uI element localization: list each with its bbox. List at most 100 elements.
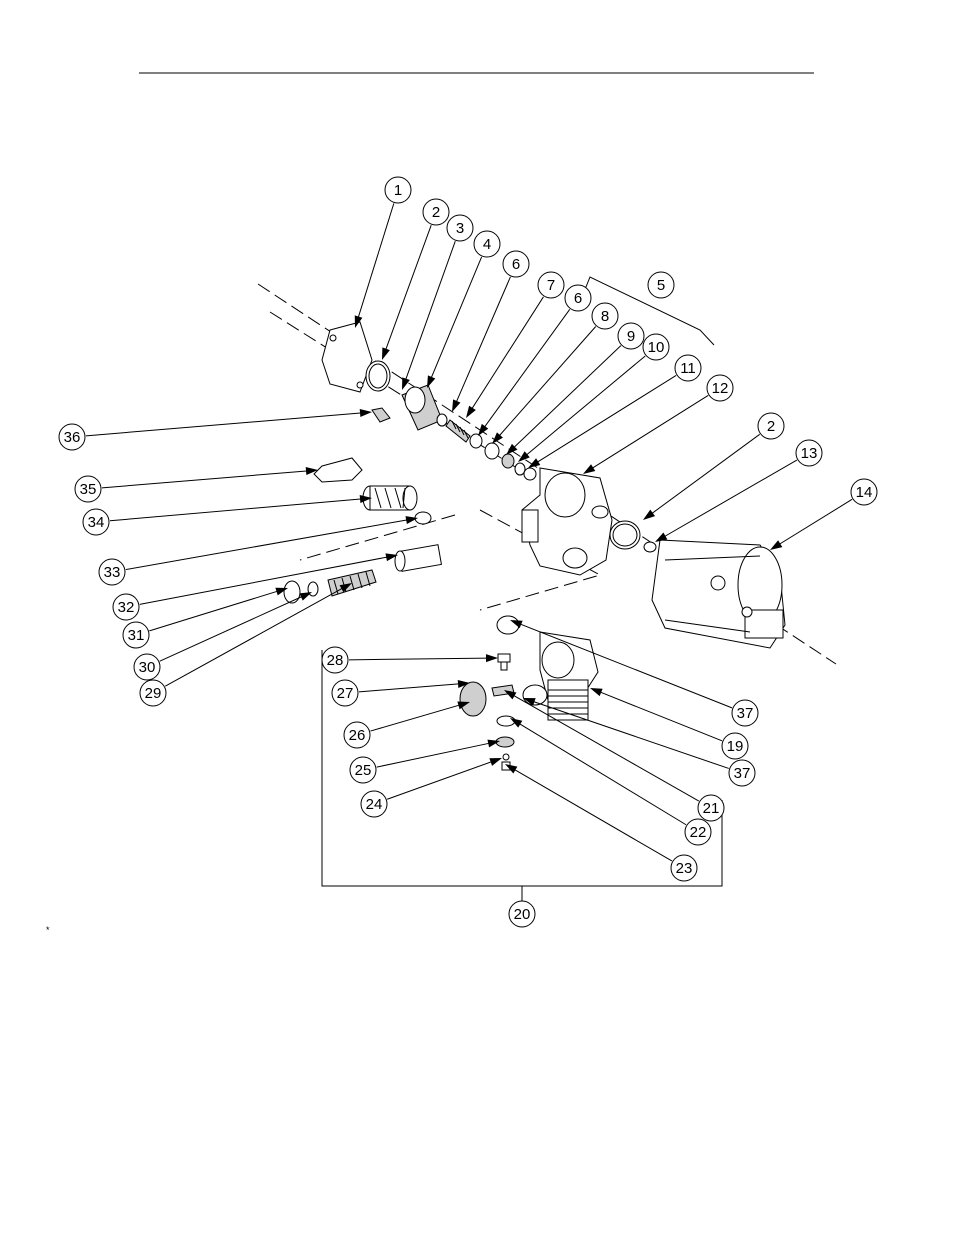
leader-line bbox=[376, 742, 491, 768]
callout-22: 22 bbox=[684, 818, 712, 846]
callout-number: 37 bbox=[737, 705, 754, 722]
callout-number: 12 bbox=[712, 380, 729, 397]
washer-part bbox=[436, 413, 448, 427]
callout-circle bbox=[321, 646, 349, 674]
callout-35: 35 bbox=[74, 475, 102, 503]
leader-arrowhead bbox=[487, 739, 500, 748]
callout-28: 28 bbox=[321, 646, 349, 674]
callout-32: 32 bbox=[112, 593, 140, 621]
leader-line bbox=[512, 694, 700, 802]
callout-number: 32 bbox=[118, 599, 135, 616]
callout-number: 35 bbox=[80, 481, 97, 498]
leader-line bbox=[357, 203, 395, 319]
callout-6: 6 bbox=[564, 284, 592, 312]
callout-11: 11 bbox=[674, 354, 702, 382]
callout-number: 37 bbox=[734, 765, 751, 782]
callout-6: 6 bbox=[502, 250, 530, 278]
callout-number: 10 bbox=[648, 339, 665, 356]
leader-arrowhead bbox=[770, 540, 783, 550]
leader-arrowhead bbox=[299, 592, 312, 601]
leader-arrowhead bbox=[505, 764, 518, 774]
callout-circle bbox=[647, 271, 675, 299]
leader-line bbox=[125, 519, 409, 571]
callout-4: 4 bbox=[473, 230, 501, 258]
callout-14: 14 bbox=[850, 478, 878, 506]
leader-line bbox=[348, 657, 489, 661]
callout-number: 33 bbox=[104, 564, 121, 581]
leader-arrowhead bbox=[528, 458, 541, 468]
callout-number: 19 bbox=[727, 738, 744, 755]
callout-circle bbox=[384, 176, 412, 204]
callout-23: 23 bbox=[670, 854, 698, 882]
callout-circle bbox=[122, 621, 150, 649]
callout-number: 28 bbox=[327, 652, 344, 669]
callout-circle bbox=[502, 250, 530, 278]
bolt-part bbox=[497, 653, 511, 671]
callout-circle bbox=[139, 679, 167, 707]
callout-circle bbox=[697, 794, 725, 822]
cover-plate-part bbox=[313, 457, 363, 483]
leader-line bbox=[109, 498, 363, 522]
callout-number: 22 bbox=[690, 824, 707, 841]
leader-arrowhead bbox=[510, 718, 523, 728]
callout-circle bbox=[564, 284, 592, 312]
callout-circle bbox=[360, 790, 388, 818]
leader-arrowhead bbox=[478, 423, 489, 436]
leader-arrowhead bbox=[354, 315, 363, 328]
leader-line bbox=[85, 412, 363, 437]
sleeve-part bbox=[394, 544, 443, 572]
callout-29: 29 bbox=[139, 679, 167, 707]
callout-7: 7 bbox=[537, 271, 565, 299]
leader-line bbox=[139, 556, 389, 605]
callout-number: 8 bbox=[601, 308, 609, 325]
callout-circle bbox=[850, 478, 878, 506]
callout-circle bbox=[617, 322, 645, 350]
callout-2: 2 bbox=[757, 412, 785, 440]
callout-circle bbox=[133, 653, 161, 681]
callout-number: 6 bbox=[512, 256, 520, 273]
leader-line bbox=[591, 395, 709, 470]
callout-number: 11 bbox=[680, 360, 696, 377]
leader-arrowhead bbox=[643, 509, 656, 520]
callout-circle bbox=[446, 214, 474, 242]
callout-3: 3 bbox=[446, 214, 474, 242]
callout-circle bbox=[670, 854, 698, 882]
leader-line bbox=[404, 241, 456, 381]
leader-arrowhead bbox=[518, 451, 530, 462]
callout-circle bbox=[112, 593, 140, 621]
callout-number: 27 bbox=[337, 685, 354, 702]
leader-line bbox=[650, 433, 761, 515]
callout-number: 31 bbox=[128, 627, 145, 644]
footnote-marker: * bbox=[46, 925, 50, 935]
leader-arrowhead bbox=[457, 679, 470, 688]
callout-number: 34 bbox=[88, 514, 105, 531]
leader-arrowhead bbox=[359, 495, 372, 504]
leader-arrowhead bbox=[457, 701, 470, 710]
callout-circle bbox=[591, 302, 619, 330]
callout-number: 3 bbox=[456, 220, 464, 237]
callout-9: 9 bbox=[617, 322, 645, 350]
leader-lines bbox=[85, 203, 853, 862]
callout-24: 24 bbox=[360, 790, 388, 818]
callout-12: 12 bbox=[706, 374, 734, 402]
callout-circle bbox=[343, 721, 371, 749]
leader-arrowhead bbox=[339, 583, 352, 593]
leader-arrowhead bbox=[427, 375, 436, 388]
callout-number: 25 bbox=[355, 762, 372, 779]
callout-circle bbox=[58, 423, 86, 451]
callout-number: 6 bbox=[574, 290, 582, 307]
leader-line bbox=[430, 256, 483, 379]
callout-10: 10 bbox=[642, 333, 670, 361]
leader-arrowhead bbox=[275, 587, 288, 596]
leader-arrowhead bbox=[492, 432, 503, 444]
callout-circle bbox=[757, 412, 785, 440]
leader-line bbox=[470, 296, 544, 410]
leader-arrowhead bbox=[452, 399, 461, 412]
callout-circle bbox=[508, 900, 536, 928]
callout-circle bbox=[642, 333, 670, 361]
callout-21: 21 bbox=[697, 794, 725, 822]
leader-line bbox=[370, 704, 461, 732]
leader-line bbox=[384, 224, 432, 351]
leader-arrowhead bbox=[655, 532, 668, 542]
